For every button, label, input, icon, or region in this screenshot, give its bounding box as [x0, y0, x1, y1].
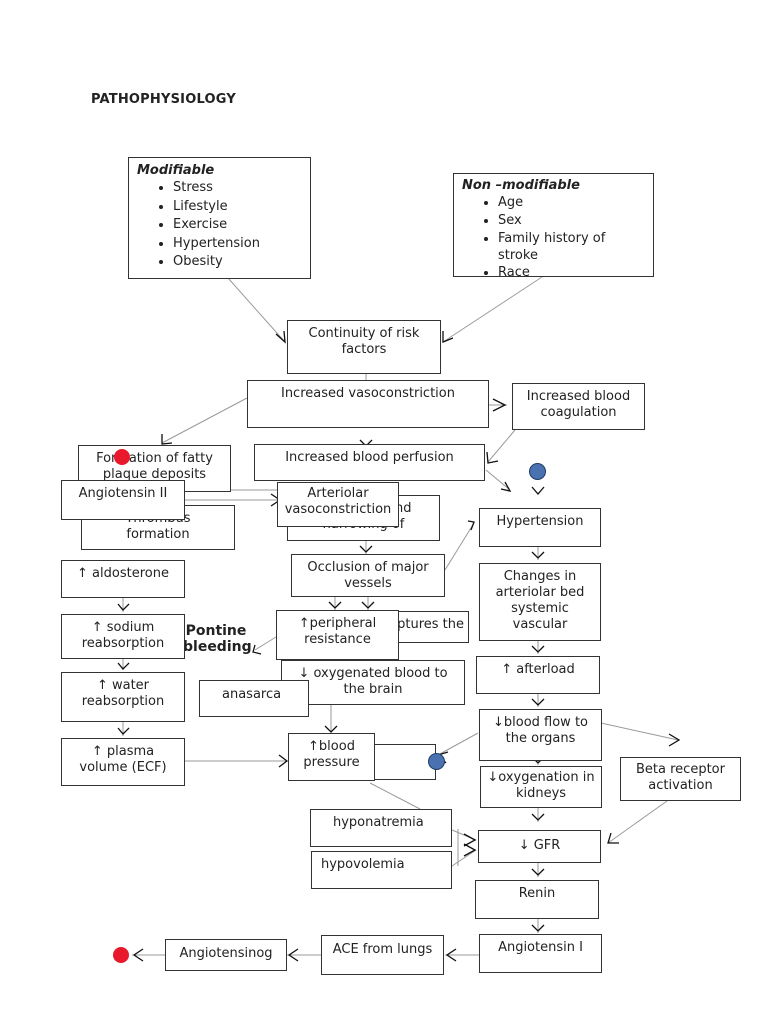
red-connector-dot	[113, 947, 129, 963]
decreased-blood-flow-to-organs: ↓blood flow to the organs	[479, 709, 602, 761]
ace-from-lungs: ACE from lungs	[321, 935, 444, 975]
arteriolar-vasoconstriction: Arteriolar vasoconstriction	[277, 482, 399, 527]
non-modifiable-factors-box: Non –modifiable Age Sex Family history o…	[453, 173, 654, 277]
blue-connector-dot	[529, 463, 546, 480]
occlusion-of-major-vessels: Occlusion of major vessels	[291, 554, 445, 597]
list-item: Hypertension	[173, 235, 302, 254]
decreased-gfr: ↓ GFR	[478, 830, 601, 863]
increased-blood-pressure: ↑blood pressure	[288, 733, 375, 781]
increased-sodium-reabsorption: ↑ sodium reabsorption	[61, 614, 185, 659]
increased-blood-perfusion: Increased blood perfusion	[254, 444, 485, 481]
changes-in-arteriolar-bed: Changes in arteriolar bed systemic vascu…	[479, 563, 601, 641]
red-connector-dot	[114, 449, 130, 465]
angiotensin-ii: Angiotensin II	[61, 480, 185, 520]
page-title: PATHOPHYSIOLOGY	[91, 92, 236, 107]
anasarca: anasarca	[199, 680, 309, 717]
hypovolemia: hypovolemia	[311, 851, 452, 889]
modifiable-header: Modifiable	[137, 163, 215, 178]
hypertension-node: Hypertension	[479, 508, 601, 547]
increased-peripheral-resistance: ↑peripheral resistance	[276, 610, 399, 660]
list-item: Obesity	[173, 253, 302, 272]
increased-plasma-volume: ↑ plasma volume (ECF)	[61, 738, 185, 786]
list-item: Lifestyle	[173, 198, 302, 217]
increased-water-reabsorption: ↑ water reabsorption	[61, 672, 185, 722]
beta-receptor-activation: Beta receptor activation	[620, 757, 741, 801]
list-item: Family history of stroke	[498, 230, 645, 264]
increased-aldosterone: ↑ aldosterone	[61, 560, 185, 598]
decreased-oxygenation-in-kidneys: ↓oxygenation in kidneys	[480, 766, 602, 808]
list-item: Race	[498, 264, 645, 276]
modifiable-factors-box: Modifiable Stress Lifestyle Exercise Hyp…	[128, 157, 311, 279]
non-modifiable-header: Non –modifiable	[462, 178, 580, 193]
hyponatremia: hyponatremia	[310, 809, 452, 847]
list-item: Exercise	[173, 216, 302, 235]
list-item: Sex	[498, 212, 645, 230]
increased-afterload: ↑ afterload	[476, 656, 600, 694]
increased-blood-coagulation: Increased blood coagulation	[512, 383, 645, 430]
list-item: Stress	[173, 179, 302, 198]
pontine-bleeding: Pontine bleeding	[183, 623, 252, 655]
blue-connector-dot	[428, 753, 445, 770]
angiotensinogen: Angiotensinog	[165, 939, 287, 971]
increased-vasoconstriction: Increased vasoconstriction	[247, 380, 489, 428]
renin: Renin	[475, 880, 599, 919]
list-item: Age	[498, 194, 645, 212]
continuity-of-risk-factors: Continuity of risk factors	[287, 320, 441, 374]
angiotensin-i: Angiotensin I	[479, 934, 602, 973]
